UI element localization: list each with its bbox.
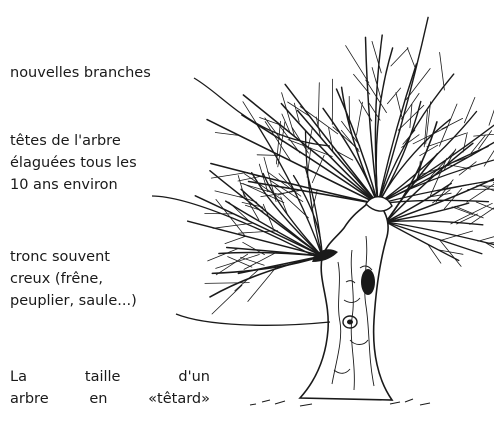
- twig: [242, 202, 263, 207]
- twig: [257, 155, 280, 156]
- branch: [378, 153, 494, 204]
- twig: [260, 118, 281, 126]
- branch: [188, 221, 322, 256]
- callout-trunk: [176, 314, 330, 325]
- trunk: [300, 197, 392, 400]
- twig: [261, 191, 301, 197]
- branch: [226, 201, 322, 256]
- trunk-hollow: [361, 269, 375, 295]
- caption-line-1: La taille d'un: [10, 366, 210, 388]
- caption-line-2: arbre en «têtard»: [10, 388, 210, 410]
- twig: [391, 48, 408, 66]
- twig: [479, 131, 492, 149]
- twig: [478, 234, 494, 241]
- twig: [489, 87, 494, 125]
- label-hollow-trunk: tronc souvent creux (frêne, peuplier, sa…: [10, 246, 137, 312]
- label-new-branches: nouvelles branches: [10, 62, 151, 84]
- twig: [396, 93, 402, 117]
- twig: [407, 48, 415, 67]
- twig: [452, 207, 473, 215]
- twig: [480, 185, 494, 201]
- twig: [459, 162, 476, 175]
- twig: [238, 176, 262, 181]
- twig: [410, 104, 412, 127]
- twig: [440, 52, 445, 90]
- twig: [357, 102, 363, 135]
- callout-lines: [152, 78, 330, 325]
- twig: [486, 243, 494, 257]
- branch: [210, 256, 322, 297]
- twig: [428, 244, 441, 263]
- twig: [211, 172, 247, 178]
- label-tree-heads: têtes de l'arbre élaguées tous les 10 an…: [10, 130, 137, 196]
- twig: [487, 241, 494, 244]
- twig: [476, 202, 494, 209]
- branch: [386, 222, 494, 246]
- branch: [386, 203, 469, 222]
- twig: [212, 285, 242, 314]
- twig: [387, 88, 400, 104]
- ground-strokes: [250, 399, 430, 406]
- branch: [212, 256, 322, 273]
- caption: La taille d'un arbre en «têtard»: [10, 366, 210, 410]
- twig: [455, 206, 483, 218]
